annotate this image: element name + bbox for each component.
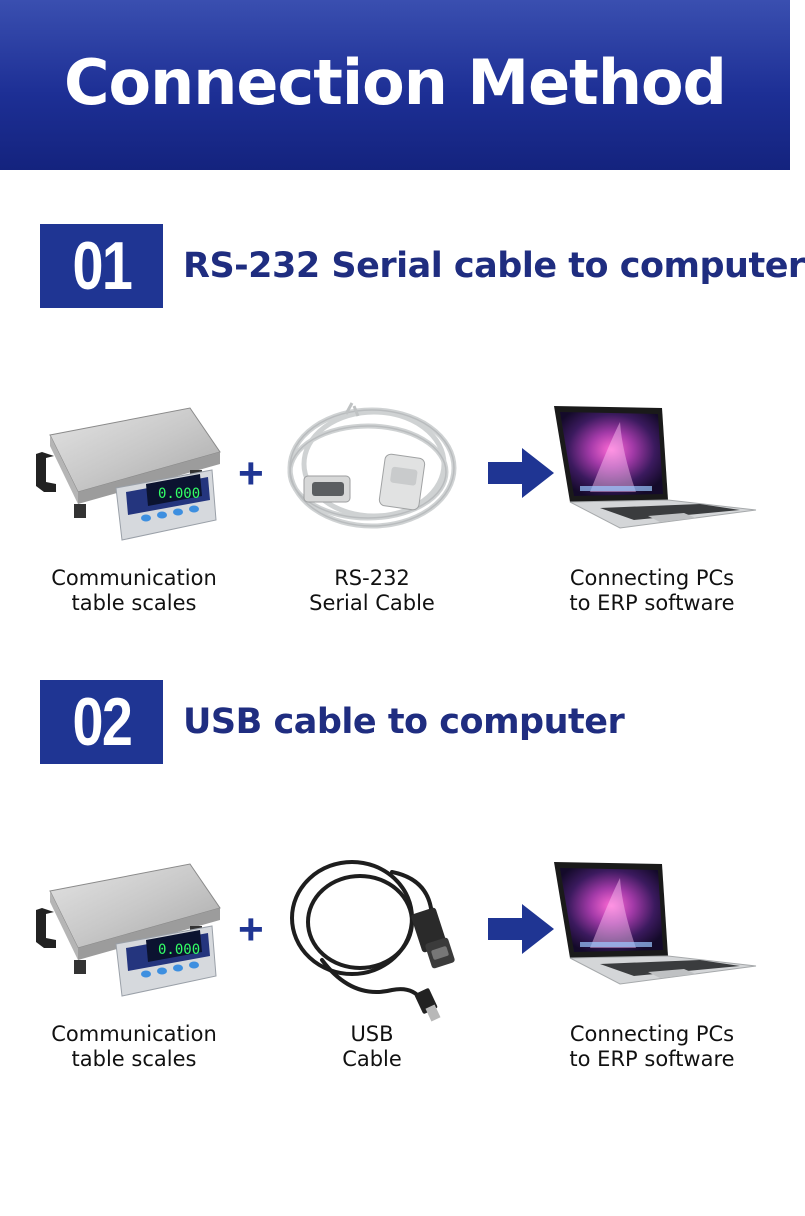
item-caption: Communication table scales xyxy=(51,566,217,615)
item-caption: Connecting PCs to ERP software xyxy=(569,566,735,615)
section-02-header: 02 USB cable to computer xyxy=(40,680,750,764)
arrow-right-icon xyxy=(486,902,556,956)
page-title: Connection Method xyxy=(64,45,727,119)
section-number-badge: 01 xyxy=(40,224,163,308)
plus-sign: + xyxy=(238,449,264,498)
weight-indicator: 0.000 xyxy=(115,925,217,997)
usb-cable-image xyxy=(282,850,482,1025)
section-number: 01 xyxy=(72,228,132,304)
plus-sign: + xyxy=(238,905,264,954)
laptop-image xyxy=(550,402,760,532)
section-title: RS-232 Serial cable to computer xyxy=(183,246,805,286)
scale-display: 0.000 xyxy=(158,486,200,502)
section-number-badge: 02 xyxy=(40,680,163,764)
table-scale-image: 0.000 xyxy=(30,856,230,1006)
item-caption: RS-232 Serial Cable xyxy=(309,566,435,615)
serial-cable-image xyxy=(282,398,462,548)
item-caption: USB Cable xyxy=(342,1022,402,1071)
laptop-icon xyxy=(554,862,757,985)
section-01-header: 01 RS-232 Serial cable to computer xyxy=(40,224,805,308)
laptop-icon xyxy=(554,406,757,529)
serial-cable-icon xyxy=(287,402,457,529)
laptop-image xyxy=(550,858,760,988)
section-title: USB cable to computer xyxy=(183,702,625,742)
table-scale-icon: 0.000 xyxy=(36,407,221,541)
usb-cable-icon xyxy=(290,860,455,1022)
section-number: 02 xyxy=(72,684,132,760)
table-scale-icon: 0.000 xyxy=(36,863,221,997)
weight-indicator: 0.000 xyxy=(115,469,217,541)
page-header: Connection Method xyxy=(0,0,790,170)
arrow-right-icon xyxy=(486,446,556,500)
item-caption: Connecting PCs to ERP software xyxy=(569,1022,735,1071)
scale-display: 0.000 xyxy=(158,942,200,958)
table-scale-image: 0.000 xyxy=(30,400,230,550)
item-caption: Communication table scales xyxy=(51,1022,217,1071)
